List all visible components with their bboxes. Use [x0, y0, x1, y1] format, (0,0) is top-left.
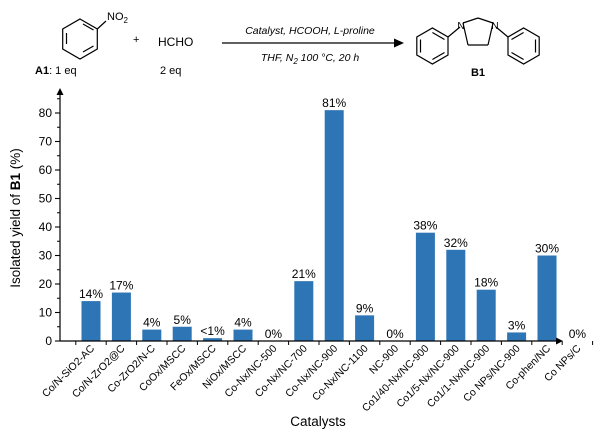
- nitrogen-label-right: N: [491, 21, 498, 32]
- value-label-14: 18%: [474, 276, 498, 290]
- value-label-4: 5%: [174, 313, 192, 327]
- value-label-15: 3%: [508, 318, 526, 332]
- conditions-top: Catalyst, HCOOH, L-proline: [245, 25, 375, 37]
- bar-2: [111, 292, 131, 341]
- y-axis-arrow: [56, 88, 64, 95]
- reactant-label: A1: 1 eq: [35, 65, 77, 77]
- y-tick-label-10: 10: [39, 306, 53, 320]
- value-label-11: 0%: [386, 327, 404, 341]
- bar-13: [446, 249, 466, 341]
- y-tick-label-40: 40: [39, 220, 53, 234]
- value-label-8: 21%: [292, 267, 316, 281]
- category-label-2: Co/N-ZrO2@C: [70, 342, 128, 400]
- bar-1: [81, 301, 101, 341]
- nitrogen-label-left: N: [457, 21, 464, 32]
- value-label-12: 38%: [413, 219, 437, 233]
- bar-4: [172, 326, 192, 341]
- y-tick-label-0: 0: [45, 334, 52, 348]
- formaldehyde-label: HCHO: [158, 35, 193, 49]
- plus-sign: +: [133, 34, 139, 46]
- value-label-9: 81%: [322, 96, 346, 110]
- bar-15: [507, 332, 527, 341]
- category-labels: Co/N-SiO2-ACCo/N-ZrO2@CCo-ZrO2/N-CCoOx/M…: [40, 342, 584, 414]
- bar-14: [476, 289, 496, 341]
- bar-16: [537, 255, 557, 341]
- product-label: B1: [471, 67, 485, 79]
- value-label-7: 0%: [265, 327, 283, 341]
- reaction-arrow: [222, 38, 404, 48]
- chart-axes: [55, 88, 594, 345]
- bar-6: [233, 329, 253, 341]
- imidazolidine-structure: [416, 17, 540, 65]
- reaction-scheme: NO2 + HCHO A1: 1 eq 2 eq Catalyst, HCOOH…: [35, 11, 540, 79]
- bar-series: [81, 110, 557, 342]
- conditions-bottom: THF, N2 100 °C, 20 h: [261, 52, 360, 66]
- y-tick-label-80: 80: [39, 106, 53, 120]
- y-tick-labels: 0 10 20 30 40 50 60 70 80: [39, 106, 53, 348]
- value-label-2: 17%: [109, 279, 133, 293]
- y-tick-label-60: 60: [39, 163, 53, 177]
- value-label-1: 14%: [79, 287, 103, 301]
- y-tick-label-70: 70: [39, 135, 53, 149]
- category-label-10: Co-Nx/NC-1100: [310, 343, 371, 404]
- category-label-1: Co/N-SiO2-AC: [40, 342, 97, 399]
- bar-12: [415, 232, 435, 341]
- value-label-17: 0%: [569, 327, 587, 341]
- value-label-5: <1%: [200, 324, 225, 338]
- value-label-3: 4%: [143, 316, 161, 330]
- y-tick-label-30: 30: [39, 249, 53, 263]
- y-axis-title: Isolated yield of B1 (%): [8, 148, 23, 288]
- value-label-13: 32%: [444, 236, 468, 250]
- x-axis-arrow: [556, 337, 563, 345]
- y-tick-label-20: 20: [39, 277, 53, 291]
- bar-3: [142, 329, 162, 341]
- bar-chart: 14% 17% 4% 5% <1% 4% 0% 21% 81% 9% 0% 38% 32% 18% 3% 30…: [8, 88, 594, 429]
- value-label-10: 9%: [356, 301, 374, 315]
- value-label-16: 30%: [535, 242, 559, 256]
- y-tick-label-50: 50: [39, 192, 53, 206]
- bar-10: [355, 315, 375, 341]
- nitro-group-label: NO2: [107, 11, 129, 25]
- reagent-equivalents: 2 eq: [160, 65, 181, 77]
- bar-8: [294, 281, 314, 341]
- nitrobenzene-structure: [62, 18, 107, 60]
- x-axis-title: Catalysts: [290, 414, 346, 429]
- value-label-6: 4%: [234, 316, 252, 330]
- bar-5: [203, 338, 223, 341]
- bar-9: [324, 110, 344, 342]
- value-labels: 14% 17% 4% 5% <1% 4% 0% 21% 81% 9% 0% 38% 32% 18% 3% 30…: [79, 96, 586, 341]
